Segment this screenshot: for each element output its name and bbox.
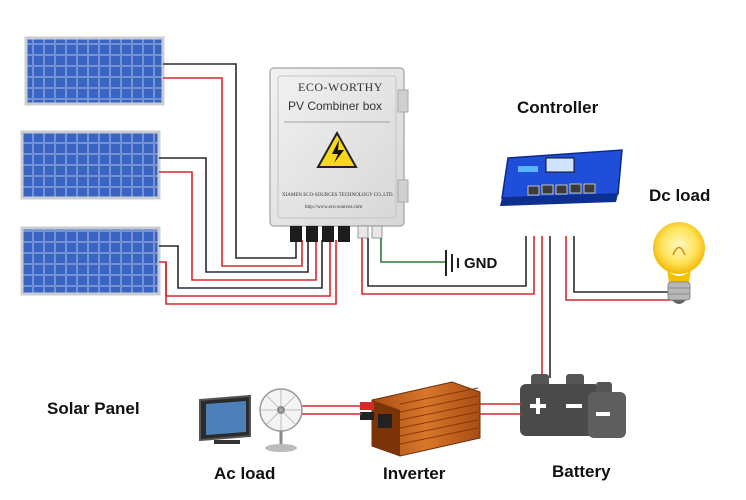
solar-panel-label: Solar Panel xyxy=(47,399,140,418)
dc-load-label: Dc load xyxy=(649,186,711,205)
combiner-brand: ECO-WORTHY xyxy=(298,80,383,94)
combiner-to-controller-wires xyxy=(361,236,535,295)
ac-load-label: Ac load xyxy=(214,464,276,483)
battery-to-inverter-wires xyxy=(476,403,522,415)
controller-label: Controller xyxy=(517,98,599,117)
gnd-label: GND xyxy=(464,255,498,272)
inverter-to-acload-wires xyxy=(302,405,362,415)
solar-panel-2 xyxy=(20,130,161,200)
ground-wire xyxy=(380,238,459,276)
charge-controller xyxy=(500,149,623,206)
combiner-website: http://www.eco-sources.com xyxy=(305,205,363,210)
inverter xyxy=(360,381,481,457)
battery xyxy=(520,374,626,438)
battery-label: Battery xyxy=(552,462,611,481)
ac-load-monitor xyxy=(199,394,251,444)
ac-load-fan xyxy=(259,388,303,452)
combiner-glands xyxy=(290,225,383,242)
combiner-title: PV Combiner box xyxy=(288,99,383,113)
solar-panel-3 xyxy=(20,226,161,296)
combiner-company: XIAMEN ECO-SOURCES TECHNOLOGY CO.,LTD. xyxy=(282,193,394,198)
light-bulb xyxy=(653,222,705,304)
solar-panel-1 xyxy=(24,36,165,106)
combiner-box xyxy=(269,67,409,227)
inverter-label: Inverter xyxy=(383,464,446,483)
panel-wires xyxy=(159,63,337,305)
